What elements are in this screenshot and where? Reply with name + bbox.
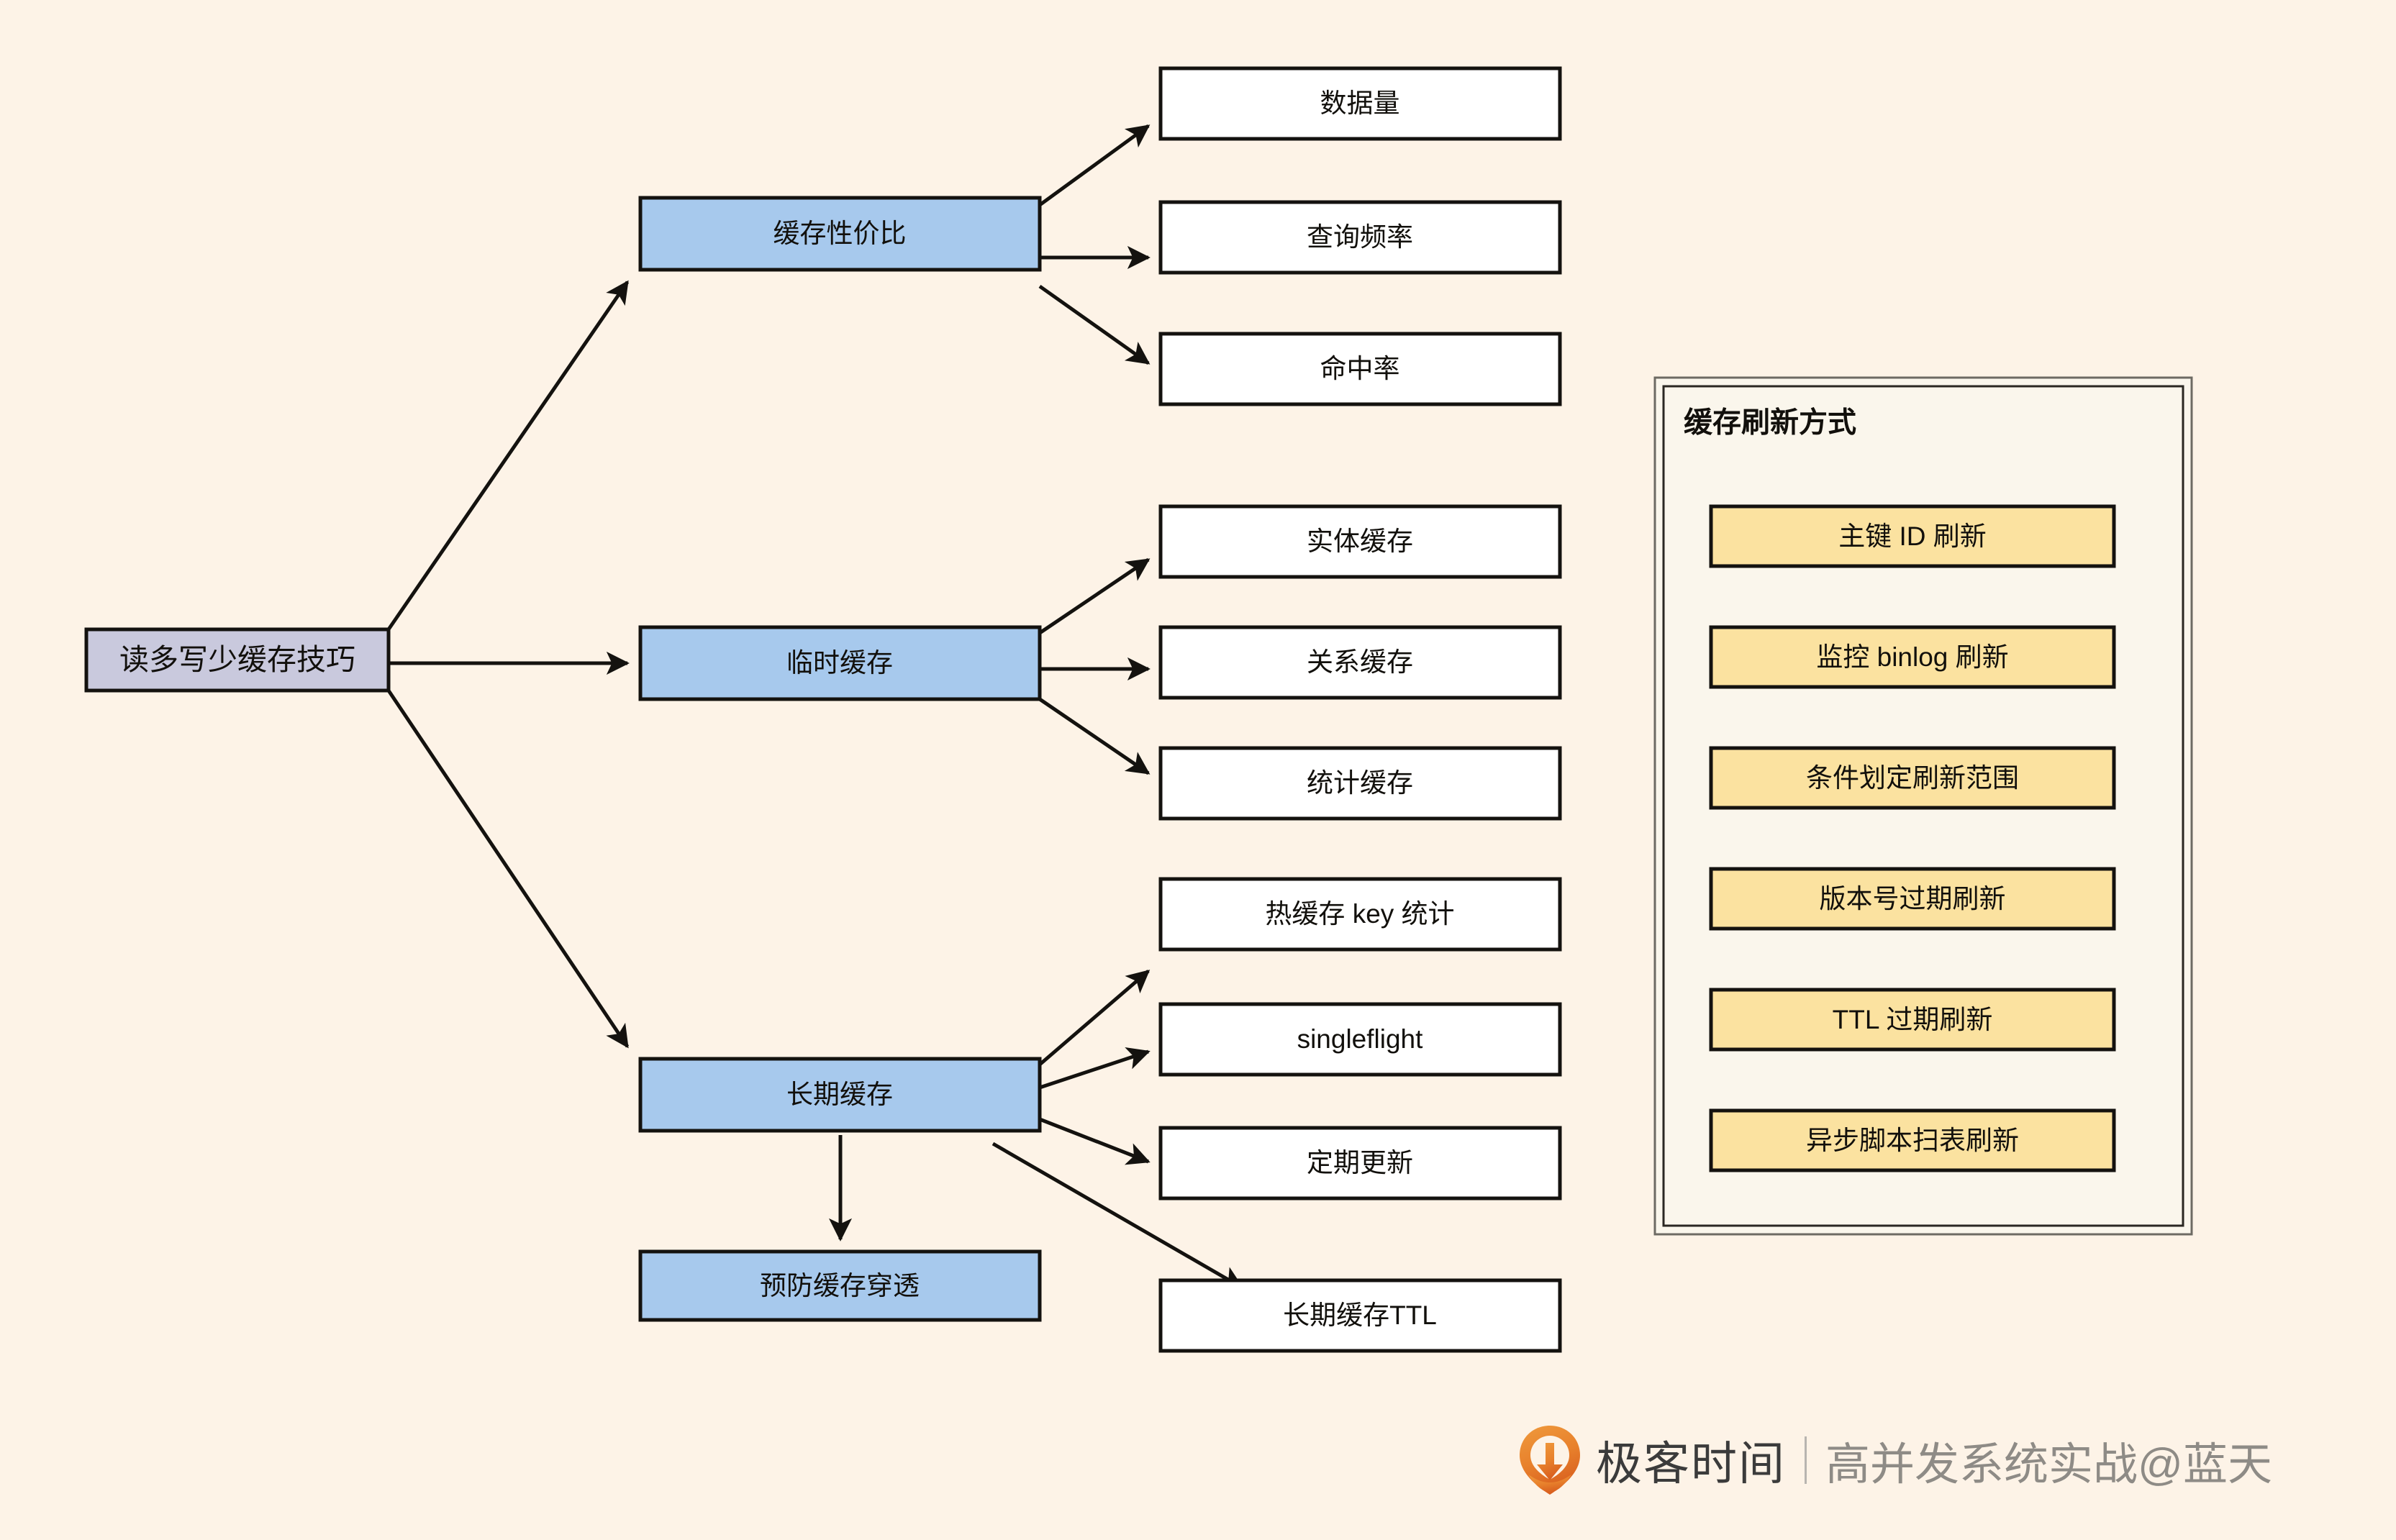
geekbang-logo-icon bbox=[1520, 1426, 1580, 1495]
refresh-methods-panel-title: 缓存刷新方式 bbox=[1684, 407, 1856, 439]
edge-cost-performance-to-leaf-2 bbox=[1038, 284, 1151, 365]
refresh-item-async-scan[interactable]: 异步脚本扫表刷新 bbox=[1709, 1108, 2116, 1172]
node-leaf-hot-key-stat-shape bbox=[1158, 877, 1562, 952]
refresh-item-condition-scope-shape bbox=[1709, 746, 2116, 810]
refresh-methods-panel: 缓存刷新方式 主键 ID 刷新 监控 binlog 刷新 条件划定刷新范围 版本… bbox=[1653, 376, 2193, 1236]
edge-long-term-cache-to-leaf-1 bbox=[1039, 1047, 1151, 1090]
node-leaf-long-term-ttl-shape bbox=[1158, 1278, 1562, 1353]
edge-long-term-cache-to-leaf-2 bbox=[1039, 1117, 1151, 1165]
node-leaf-singleflight-label: singleflight bbox=[1297, 1024, 1424, 1054]
refresh-item-binlog-label: 监控 binlog 刷新 bbox=[1816, 642, 2008, 672]
refresh-item-binlog-shape bbox=[1709, 625, 2116, 689]
refresh-item-condition-scope-label: 条件划定刷新范围 bbox=[1806, 763, 2019, 793]
node-leaf-relation-cache[interactable]: 关系缓存 bbox=[1158, 625, 1562, 700]
footer-separator bbox=[1805, 1436, 1807, 1484]
refresh-item-version-expire-label: 版本号过期刷新 bbox=[1820, 884, 2006, 913]
footer-course-label: 高并发系统实战@蓝天 bbox=[1825, 1440, 2272, 1490]
node-long-term-cache[interactable]: 长期缓存 bbox=[638, 1057, 1042, 1133]
edge-long-term-cache-to-leaf-0 bbox=[1038, 970, 1151, 1066]
node-leaf-data-volume-label: 数据量 bbox=[1320, 88, 1400, 118]
refresh-item-version-expire-shape bbox=[1709, 867, 2116, 931]
refresh-item-binlog[interactable]: 监控 binlog 刷新 bbox=[1709, 625, 2116, 689]
edge-temporary-cache-to-leaf-0 bbox=[1038, 557, 1151, 635]
node-temporary-cache[interactable]: 临时缓存 bbox=[638, 625, 1042, 701]
node-leaf-relation-cache-shape bbox=[1158, 625, 1562, 700]
edge-root-to-cost-performance bbox=[386, 280, 630, 631]
refresh-item-ttl-expire-shape bbox=[1709, 988, 2116, 1052]
node-root-shape bbox=[84, 627, 391, 693]
node-long-term-cache-shape bbox=[638, 1057, 1042, 1133]
node-leaf-query-frequency-shape bbox=[1158, 200, 1562, 275]
node-leaf-query-frequency-label: 查询频率 bbox=[1307, 222, 1413, 252]
refresh-item-async-scan-label: 异步脚本扫表刷新 bbox=[1806, 1126, 2019, 1155]
node-leaf-hit-rate-shape bbox=[1158, 332, 1562, 406]
refresh-item-version-expire[interactable]: 版本号过期刷新 bbox=[1709, 867, 2116, 931]
node-leaf-hot-key-stat-label: 热缓存 key 统计 bbox=[1265, 899, 1454, 929]
node-leaf-entity-cache-shape bbox=[1158, 504, 1562, 579]
node-leaf-data-volume[interactable]: 数据量 bbox=[1158, 66, 1562, 141]
node-leaf-periodic-update-label: 定期更新 bbox=[1307, 1148, 1413, 1177]
node-leaf-stat-cache-shape bbox=[1158, 746, 1562, 821]
node-leaf-hit-rate[interactable]: 命中率 bbox=[1158, 332, 1562, 406]
refresh-item-ttl-expire-label: TTL 过期刷新 bbox=[1833, 1005, 1993, 1034]
refresh-item-condition-scope[interactable]: 条件划定刷新范围 bbox=[1709, 746, 2116, 810]
footer-watermark: 极客时间 高并发系统实战@蓝天 bbox=[1517, 1421, 2272, 1500]
node-leaf-long-term-ttl-label: 长期缓存TTL bbox=[1283, 1300, 1437, 1330]
node-prevent-penetration[interactable]: 预防缓存穿透 bbox=[638, 1249, 1042, 1322]
node-temporary-cache-label: 临时缓存 bbox=[786, 648, 893, 678]
node-leaf-singleflight-shape bbox=[1158, 1002, 1562, 1077]
refresh-item-primary-id-label: 主键 ID 刷新 bbox=[1838, 521, 1987, 551]
node-leaf-hot-key-stat[interactable]: 热缓存 key 统计 bbox=[1158, 877, 1562, 952]
node-temporary-cache-shape bbox=[638, 625, 1042, 701]
node-leaf-stat-cache[interactable]: 统计缓存 bbox=[1158, 746, 1562, 821]
node-cost-performance-shape bbox=[638, 196, 1042, 272]
refresh-item-ttl-expire[interactable]: TTL 过期刷新 bbox=[1709, 988, 2116, 1052]
refresh-item-async-scan-shape bbox=[1709, 1108, 2116, 1172]
node-leaf-singleflight[interactable]: singleflight bbox=[1158, 1002, 1562, 1077]
node-leaf-entity-cache[interactable]: 实体缓存 bbox=[1158, 504, 1562, 579]
node-leaf-periodic-update-shape bbox=[1158, 1126, 1562, 1200]
node-long-term-cache-label: 长期缓存 bbox=[786, 1080, 893, 1109]
node-leaf-stat-cache-label: 统计缓存 bbox=[1307, 768, 1413, 798]
edge-root-to-long-term-cache bbox=[386, 689, 630, 1049]
edge-long-term-cache-to-leaf-3 bbox=[991, 1142, 1244, 1290]
node-leaf-query-frequency[interactable]: 查询频率 bbox=[1158, 200, 1562, 275]
node-prevent-penetration-label: 预防缓存穿透 bbox=[760, 1271, 920, 1300]
edge-cost-performance-to-leaf-0 bbox=[1038, 124, 1151, 207]
node-prevent-penetration-shape bbox=[638, 1249, 1042, 1322]
edge-temporary-cache-to-leaf-2 bbox=[1038, 697, 1151, 775]
refresh-methods-panel-inner bbox=[1662, 385, 2184, 1227]
node-leaf-periodic-update[interactable]: 定期更新 bbox=[1158, 1126, 1562, 1200]
node-cost-performance[interactable]: 缓存性价比 bbox=[638, 196, 1042, 272]
node-leaf-relation-cache-label: 关系缓存 bbox=[1307, 647, 1413, 677]
node-root-label: 读多写少缓存技巧 bbox=[119, 643, 355, 676]
node-leaf-entity-cache-label: 实体缓存 bbox=[1307, 527, 1413, 556]
node-leaf-long-term-ttl[interactable]: 长期缓存TTL bbox=[1158, 1278, 1562, 1353]
refresh-item-primary-id-shape bbox=[1709, 504, 2116, 568]
node-leaf-hit-rate-label: 命中率 bbox=[1320, 354, 1400, 383]
node-cost-performance-label: 缓存性价比 bbox=[773, 219, 907, 248]
refresh-item-primary-id[interactable]: 主键 ID 刷新 bbox=[1709, 504, 2116, 568]
footer-brand-label: 极客时间 bbox=[1596, 1438, 1786, 1490]
edge-layer bbox=[386, 124, 1244, 1290]
node-leaf-data-volume-shape bbox=[1158, 66, 1562, 141]
node-root[interactable]: 读多写少缓存技巧 bbox=[84, 627, 391, 693]
